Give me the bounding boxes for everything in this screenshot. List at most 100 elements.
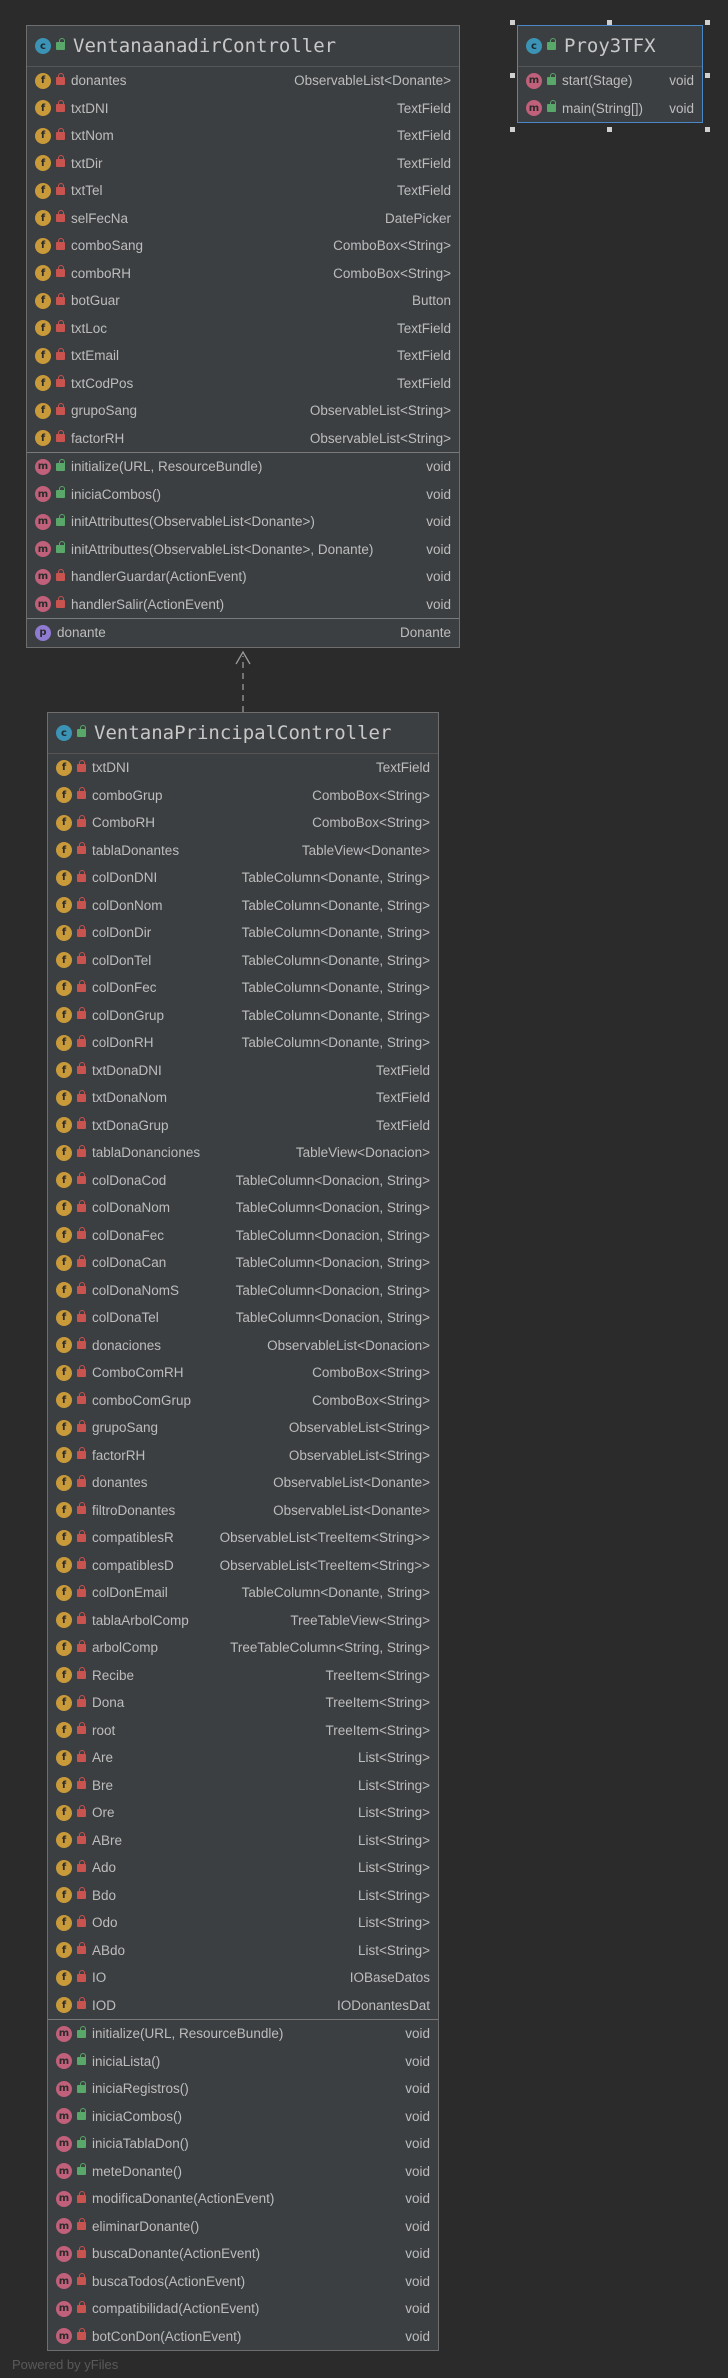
selection-handle[interactable] [705, 73, 710, 78]
selection-handle[interactable] [607, 127, 612, 132]
selection-handle[interactable] [510, 73, 515, 78]
private-lock-icon [77, 2245, 86, 2258]
field-icon: f [56, 1997, 72, 2014]
private-lock-icon [56, 568, 65, 581]
field-icon: f [35, 127, 51, 144]
selection-handle[interactable] [510, 127, 515, 132]
method-icon: m [56, 2245, 72, 2262]
selection-handle[interactable] [510, 20, 515, 25]
member-type: List<String> [357, 1777, 430, 1793]
selection-handle[interactable] [607, 20, 612, 25]
member-name: colDonEmail [92, 1585, 168, 1601]
selection-handle[interactable] [705, 20, 710, 25]
selection-handle[interactable] [705, 127, 710, 132]
member-name: tablaArbolComp [92, 1612, 189, 1628]
